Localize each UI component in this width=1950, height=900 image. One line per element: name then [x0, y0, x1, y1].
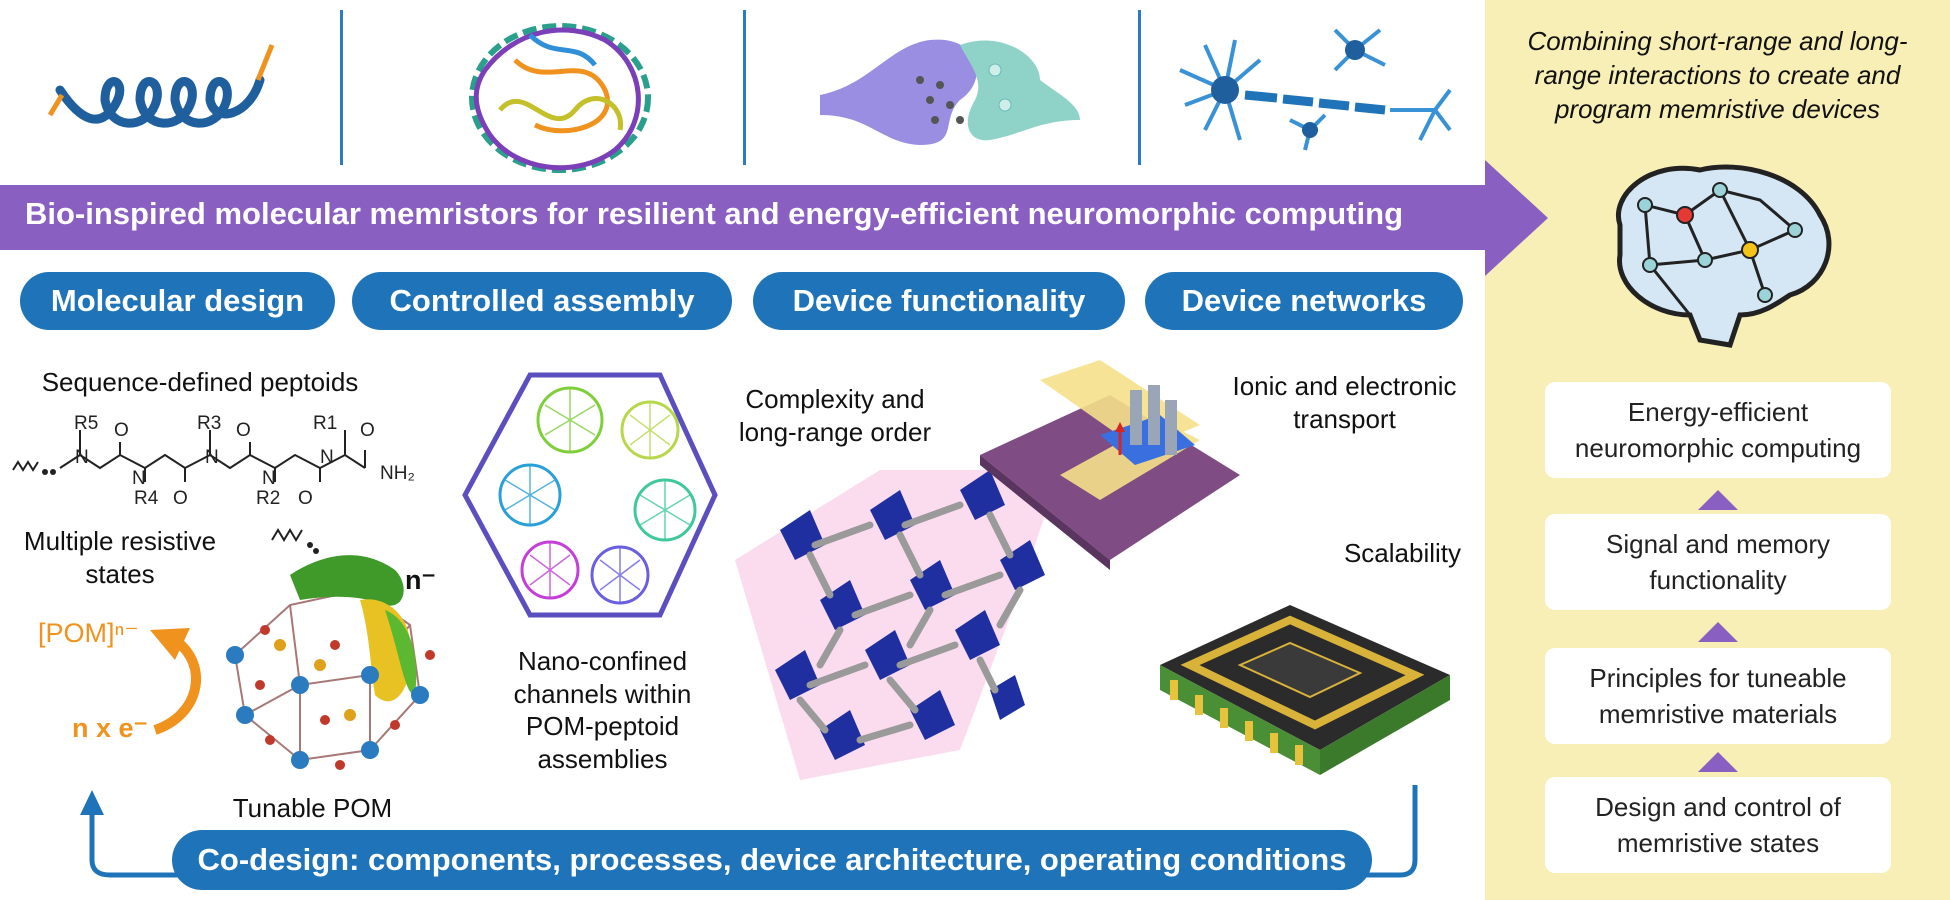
right-panel-title: Combining short-range and long-range int… — [1527, 26, 1908, 124]
assembly-hexagon — [462, 372, 718, 618]
chem-r3: R3 — [197, 413, 222, 434]
box-signal-memory: Signal and memory functionality — [1545, 514, 1891, 610]
tether-icon — [271, 528, 319, 554]
complexity-label: Complexity and long-range order — [738, 384, 932, 447]
chem-nh2: NH₂ — [380, 463, 415, 484]
chem-r1: R1 — [313, 413, 338, 434]
chem-r4: R4 — [134, 488, 159, 509]
pom-cluster-icon — [226, 555, 435, 770]
chem-n3: N — [320, 447, 334, 468]
ordered-network-icon — [735, 470, 1060, 780]
stage-molecular-design: Molecular design — [20, 272, 335, 330]
stage-device-networks: Device networks — [1145, 272, 1463, 330]
divider — [340, 10, 343, 165]
chem-o4: O — [173, 488, 188, 509]
protein-structure-icon — [469, 23, 651, 173]
nano-channels-label: Nano-confined channels within POM-peptoi… — [513, 646, 692, 774]
box-design-control: Design and control of memristive states — [1545, 777, 1891, 873]
chem-n2: N — [205, 447, 219, 468]
chem-o3: O — [360, 420, 375, 441]
up-arrow-icon — [1698, 622, 1738, 642]
codesign-label: Co-design: components, processes, device… — [172, 830, 1372, 890]
chem-o5: O — [298, 488, 313, 509]
charge-label: n⁻ — [405, 565, 436, 595]
neuron-icon — [1179, 28, 1452, 151]
chem-n5: N — [262, 468, 276, 489]
brain-network-icon — [1616, 164, 1832, 348]
peptoid-structure — [12, 430, 366, 482]
up-arrow-icon — [1698, 490, 1738, 510]
redox-arrow-icon — [150, 628, 202, 735]
box-energy-efficient: Energy-efficient neuromorphic computing — [1545, 382, 1891, 478]
resistive-states-label: Multiple resistive states — [23, 526, 217, 589]
banner-arrow — [0, 160, 1548, 276]
peptide-helix-icon — [47, 44, 275, 128]
chem-n4: N — [132, 468, 146, 489]
chem-o2: O — [236, 420, 251, 441]
scalability-label: Scalability — [1343, 538, 1462, 568]
chem-n1: N — [75, 447, 89, 468]
box-principles: Principles for tuneable memristive mater… — [1545, 648, 1891, 744]
device-crossbar-icon — [980, 360, 1240, 570]
stage-device-functionality: Device functionality — [753, 272, 1125, 330]
divider — [743, 10, 746, 165]
transport-label: Ionic and electronic transport — [1232, 371, 1457, 434]
synapse-icon — [820, 39, 1080, 146]
peptoids-label: Sequence-defined peptoids — [41, 367, 359, 397]
chip-icon — [1160, 605, 1450, 775]
banner-title: Bio-inspired molecular memristors for re… — [25, 196, 1404, 231]
up-arrow-icon — [1698, 752, 1738, 772]
electrons-label: n x e⁻ — [72, 713, 148, 743]
stage-controlled-assembly: Controlled assembly — [352, 272, 732, 330]
chem-o1: O — [114, 420, 129, 441]
chem-r2: R2 — [256, 488, 281, 509]
pom-charge-label: [POM]ⁿ⁻ — [38, 618, 139, 648]
divider — [1138, 10, 1141, 165]
tunable-pom-label: Tunable POM — [232, 793, 393, 823]
chem-r5: R5 — [74, 413, 99, 434]
